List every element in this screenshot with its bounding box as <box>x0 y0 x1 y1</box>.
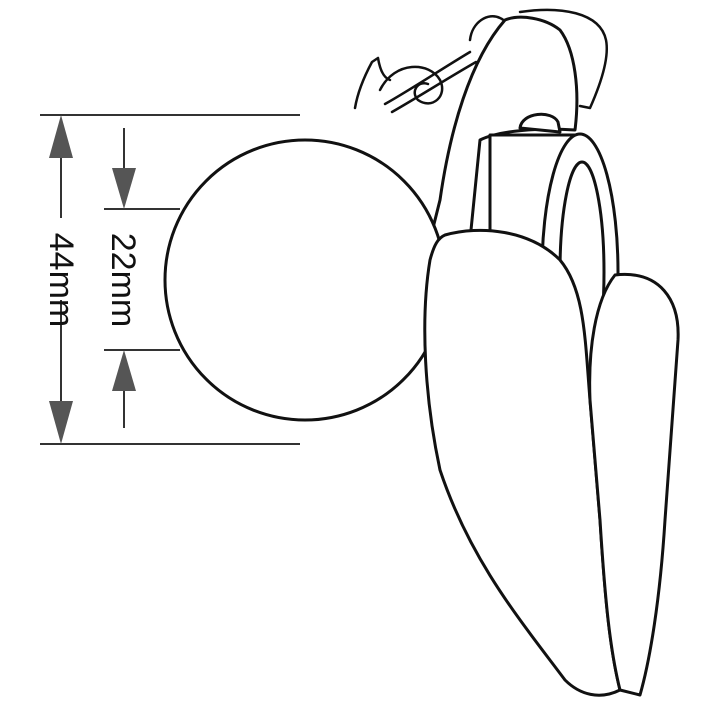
dimension-outer: 44mm <box>40 114 300 445</box>
dimension-inner: 22mm <box>104 128 180 428</box>
coupling-body <box>428 15 579 242</box>
safety-clip <box>353 8 609 114</box>
outer-arrow-up <box>49 115 73 158</box>
outer-arrow-down <box>49 401 73 444</box>
inner-arrow-down <box>112 168 136 209</box>
tow-ball <box>163 138 447 422</box>
inner-dimension-label: 22mm <box>104 233 142 327</box>
coupling-handle <box>423 228 680 697</box>
inner-arrow-up <box>112 350 136 391</box>
outer-dimension-label: 44mm <box>42 233 80 327</box>
